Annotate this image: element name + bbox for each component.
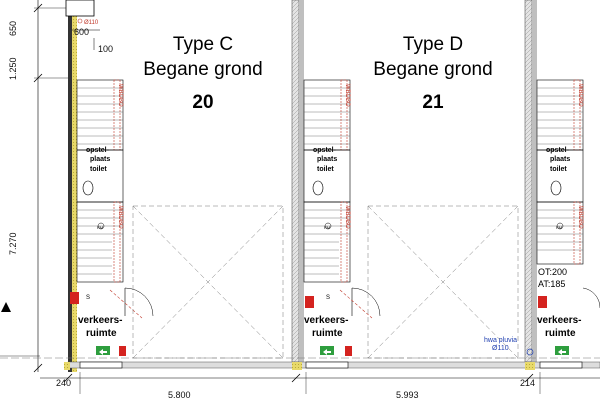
plaats-label-1: plaats	[90, 156, 110, 163]
opstel-label-1: opstel-	[86, 147, 110, 154]
unit-titles: Type C Begane grond 20 Type D Begane gro…	[143, 34, 492, 113]
wbdbo-label-1b: WBDBO	[117, 206, 123, 229]
fire-extinguisher-icon	[538, 296, 547, 308]
dim-600: 600	[74, 27, 89, 37]
fire-hose-icon	[119, 346, 126, 356]
verkeers-label-2: verkeers-	[304, 315, 348, 326]
ruimte-label-2: ruimte	[312, 328, 343, 339]
toilet-label-2: toilet	[317, 166, 334, 173]
small-top-label: Ø110	[84, 20, 99, 26]
unit-floor-d: Begane grond	[373, 59, 492, 80]
plaats-label-3: plaats	[550, 156, 570, 163]
ot-label: OT:200	[538, 267, 567, 277]
dim-100: 100	[98, 44, 113, 54]
dim-5800: 5.800	[168, 390, 191, 400]
left-dimensions: 650 1.250 7.270	[8, 0, 68, 373]
left-wall: Ø110 600 100	[65, 0, 113, 372]
opstel-label-2: opstel-	[313, 147, 337, 154]
open-void-markings	[132, 205, 519, 359]
unit-number-20: 20	[192, 92, 213, 113]
section-marker-icon	[1, 302, 11, 312]
wbdbo-label-3a: WBDBO	[577, 84, 583, 107]
toilet-label-1: toilet	[90, 166, 107, 173]
stair-block-3: WBDBO opstel- plaats toilet WBDBO RM OT:…	[484, 79, 600, 356]
hwa-label-2: Ø110	[492, 345, 509, 352]
dim-240: 240	[56, 378, 71, 388]
rm-label-3: RM	[556, 225, 562, 230]
opstel-label-3: opstel-	[546, 147, 570, 154]
wbdbo-label-2a: WBDBO	[344, 84, 350, 107]
verkeers-label-3: verkeers-	[537, 315, 581, 326]
ruimte-label-3: ruimte	[545, 328, 576, 339]
at-label: AT:185	[538, 279, 565, 289]
wbdbo-label-1a: WBDBO	[117, 84, 123, 107]
facade	[0, 357, 600, 370]
dim-650: 650	[8, 21, 18, 36]
unit-type-d: Type D	[403, 34, 463, 55]
rm-label-1: RM	[97, 225, 103, 230]
unit-number-21: 21	[422, 92, 444, 113]
s-label-1: S	[86, 295, 90, 301]
dim-5993: 5.993	[396, 390, 419, 400]
verkeers-label-1: verkeers-	[78, 315, 122, 326]
stair-block-2: WBDBO opstel- plaats toilet WBDBO RM S v…	[303, 79, 381, 356]
stair-block-1: WBDBO opstel- plaats toilet WBDBO RM S v…	[70, 79, 154, 356]
fire-extinguisher-icon	[305, 296, 314, 308]
unit-type-c: Type C	[173, 34, 233, 55]
fire-hose-icon	[345, 346, 352, 356]
bottom-dimensions: 240 5.800 5.993 214	[0, 355, 600, 400]
ruimte-label-1: ruimte	[86, 328, 117, 339]
wbdbo-label-2b: WBDBO	[344, 206, 350, 229]
plaats-label-2: plaats	[317, 156, 337, 163]
unit-floor-c: Begane grond	[143, 59, 262, 80]
s-label-2: S	[326, 295, 330, 301]
toilet-label-3: toilet	[550, 166, 567, 173]
dim-7270: 7.270	[8, 232, 18, 255]
dim-214: 214	[520, 378, 535, 388]
rm-label-2: RM	[324, 225, 330, 230]
dim-1250: 1.250	[8, 57, 18, 80]
wbdbo-label-3b: WBDBO	[577, 206, 583, 229]
fire-extinguisher-icon	[70, 292, 79, 304]
